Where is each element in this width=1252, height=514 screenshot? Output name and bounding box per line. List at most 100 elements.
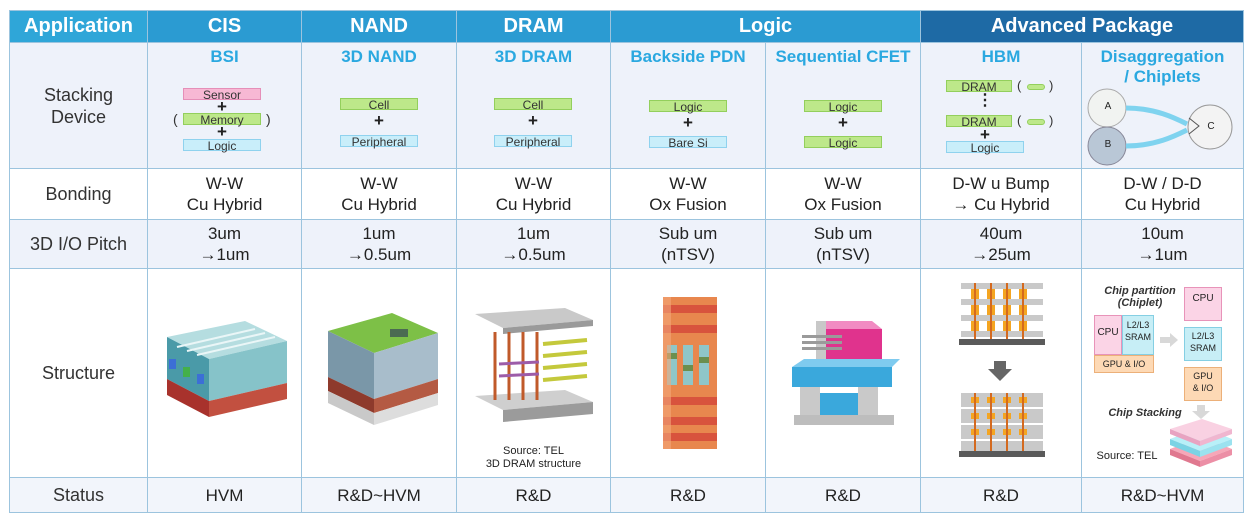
- row-label-stacking-device: Stacking Device: [9, 42, 148, 169]
- bonding-cis: W-W Cu Hybrid: [147, 168, 302, 220]
- backside-pdn-title: Backside PDN: [630, 47, 746, 66]
- wafer-c-label: C: [1207, 121, 1215, 132]
- status-cis: HVM: [147, 477, 302, 513]
- chip-stacking-label: Chip Stacking: [1108, 407, 1182, 419]
- structure-hbm: [920, 268, 1082, 478]
- sram-label: L2/L3 SRAM: [1124, 320, 1151, 342]
- logic-box-bottom: Logic: [804, 136, 882, 149]
- bonding-nand: W-W Cu Hybrid: [301, 168, 457, 220]
- bare-si-box: Bare Si: [649, 136, 727, 149]
- hbm-hybrid-illustration: [959, 393, 1045, 457]
- structure-label: Structure: [9, 268, 148, 478]
- status-nand: R&D~HVM: [301, 477, 457, 513]
- vertical-dots: ⋮: [977, 92, 993, 109]
- cfet-illustration: [792, 321, 900, 425]
- bonding-row: Bonding W-W Cu Hybrid W-W Cu Hybrid W-W …: [9, 168, 1245, 220]
- cpu-chiplet-label: CPU: [1192, 293, 1214, 304]
- pitch-chiplets: 10um →1um: [1080, 219, 1245, 269]
- structure-dram: Source: TEL 3D DRAM structure: [456, 268, 611, 478]
- peripheral-box: Peripheral: [494, 135, 572, 148]
- wafer-b-label: B: [1104, 139, 1112, 150]
- structure-sequential-cfet: [765, 268, 921, 478]
- 3d-dram-title: 3D DRAM: [494, 47, 573, 66]
- stacking-device-label: Stacking Device: [43, 84, 114, 127]
- dram-3d-illustration: [475, 308, 593, 422]
- sensor-box: Sensor: [183, 88, 261, 101]
- structure-row: Structure: [9, 268, 1245, 478]
- header-application: Application: [9, 10, 148, 43]
- bsi-title: BSI: [210, 47, 239, 66]
- structure-nand: [301, 268, 457, 478]
- sram-chiplet: [1184, 327, 1222, 361]
- stack-chiplets: Disaggregation / Chiplets A B C: [1080, 42, 1245, 169]
- gpu-io-chiplet: [1184, 367, 1222, 401]
- bonding-dram: W-W Cu Hybrid: [456, 168, 611, 220]
- plus-sign: +: [838, 113, 848, 132]
- chip-partition-label: Chip partition (Chiplet): [1104, 285, 1176, 309]
- logic-box: Logic: [649, 100, 727, 113]
- peripheral-box: Peripheral: [340, 135, 418, 148]
- status-chiplets: R&D~HVM: [1080, 477, 1245, 513]
- header-dram: DRAM: [456, 10, 611, 43]
- plus-sign: +: [374, 111, 384, 130]
- close-paren: ): [266, 111, 271, 127]
- status-backside-pdn: R&D: [610, 477, 766, 513]
- sram-chiplet-label: L2/L3 SRAM: [1189, 331, 1216, 353]
- plus-sign: +: [217, 122, 227, 141]
- header-logic: Logic: [610, 10, 921, 43]
- dram-box-top: DRAM: [946, 80, 1012, 93]
- status-hbm: R&D: [920, 477, 1082, 513]
- sram-block: [1122, 315, 1154, 355]
- close-paren: ): [1049, 78, 1054, 93]
- header-nand: NAND: [301, 10, 457, 43]
- wafer-a-label: A: [1104, 101, 1112, 112]
- sequential-cfet-title: Sequential CFET: [775, 47, 911, 66]
- cell-box: Cell: [494, 98, 572, 111]
- comparison-table: Application CIS NAND DRAM Logic Advanced…: [9, 10, 1245, 513]
- structure-cis: [147, 268, 302, 478]
- pitch-nand: 1um →0.5um: [301, 219, 457, 269]
- structure-chiplets: Chip partition (Chiplet) CPU L2/L3 SRAM …: [1080, 268, 1245, 478]
- structure-backside-pdn: [610, 268, 766, 478]
- hbm-microbump-illustration: [959, 283, 1045, 345]
- memory-box: Memory: [183, 113, 261, 126]
- chip-stack-illustration: [1170, 419, 1232, 467]
- logic-box: Logic: [183, 139, 261, 152]
- chiplets-title: Disaggregation / Chiplets: [1100, 47, 1225, 86]
- bonding-sequential-cfet: W-W Ox Fusion: [765, 168, 921, 220]
- dram-source-note: Source: TEL 3D DRAM structure: [485, 445, 582, 470]
- pitch-sequential-cfet: Sub um (nTSV): [765, 219, 921, 269]
- backside-pdn-illustration: [663, 297, 717, 449]
- open-paren: (: [1017, 113, 1022, 128]
- stack-backside-pdn: Backside PDN Logic + Bare Si: [610, 42, 766, 169]
- open-paren: (: [173, 111, 178, 127]
- plus-sign: +: [980, 125, 990, 144]
- cpu-chiplet: [1184, 287, 1222, 321]
- stack-3d-dram: 3D DRAM Cell + Peripheral: [456, 42, 611, 169]
- pitch-hbm: 40um →25um: [920, 219, 1082, 269]
- dram-box-bottom: DRAM: [946, 115, 1012, 128]
- status-label: Status: [9, 477, 148, 513]
- gpu-io-block: [1094, 355, 1154, 373]
- logic-box: Logic: [946, 141, 1024, 154]
- chiplet-wafer-diagram: [1087, 88, 1233, 166]
- tsv-pill-icon: [1027, 84, 1045, 90]
- close-paren: ): [1049, 113, 1054, 128]
- cell-box: Cell: [340, 98, 418, 111]
- header-advanced-package: Advanced Package: [919, 10, 1245, 43]
- header-cis: CIS: [147, 10, 302, 43]
- status-sequential-cfet: R&D: [765, 477, 921, 513]
- pitch-row: 3D I/O Pitch 3um →1um 1um →0.5um 1um →0.…: [9, 219, 1245, 269]
- bonding-label: Bonding: [9, 168, 148, 220]
- tel-source-note: Source: TEL: [1096, 450, 1158, 462]
- 3d-nand-title: 3D NAND: [341, 47, 417, 66]
- bonding-chiplets: D-W / D-D Cu Hybrid: [1080, 168, 1245, 220]
- pitch-label: 3D I/O Pitch: [9, 219, 148, 269]
- gpu-io-label: GPU & I/O: [1102, 359, 1146, 369]
- stack-hbm: HBM DRAM ( ) ⋮ DRAM ( ) + Logic: [920, 42, 1082, 169]
- tsv-pill-icon: [1027, 119, 1045, 125]
- pitch-dram: 1um →0.5um: [456, 219, 611, 269]
- arrow-down-icon: [1192, 405, 1210, 419]
- cpu-block: [1094, 315, 1122, 355]
- plus-sign: +: [528, 111, 538, 130]
